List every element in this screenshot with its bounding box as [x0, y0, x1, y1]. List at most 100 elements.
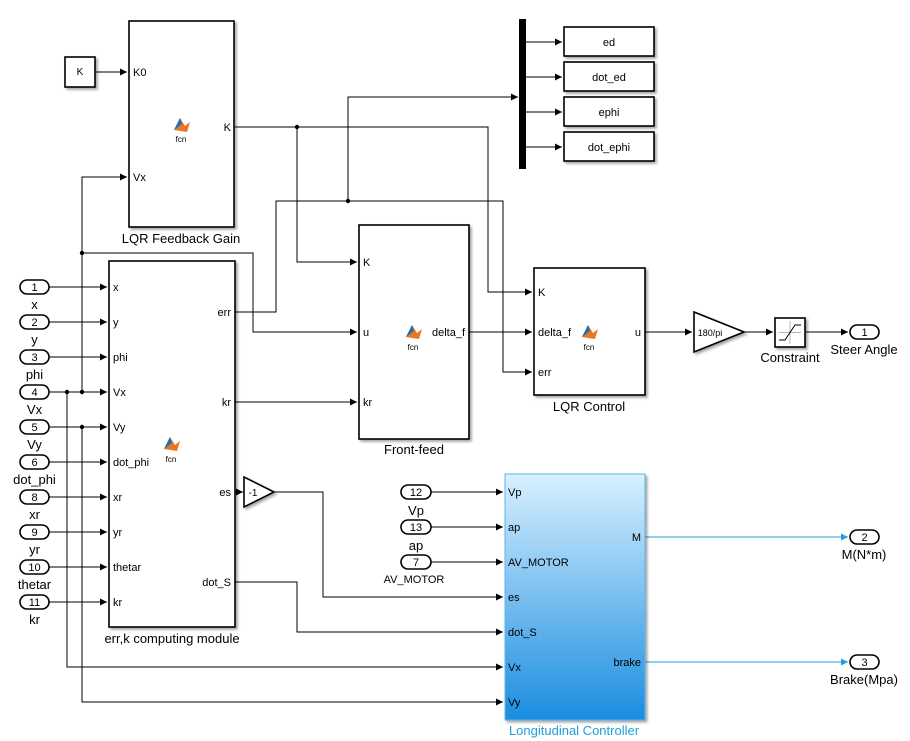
front-feed-block[interactable]: K u kr delta_f fcn	[358, 224, 470, 440]
port-thetar: thetar	[113, 562, 141, 574]
outport-2-name: M(N*m)	[842, 547, 887, 562]
err-computing-module-block[interactable]: x y phi Vx Vy dot_phi xr yr thetar kr er…	[108, 260, 236, 628]
inport-8-name: xr	[29, 507, 41, 522]
wire-err-to-lqr[interactable]	[235, 200, 532, 376]
inport-9-name: yr	[29, 542, 41, 557]
port-vx: Vx	[113, 387, 126, 399]
svg-text:2: 2	[861, 532, 867, 544]
front-feed-name: Front-feed	[384, 442, 444, 457]
inport-6[interactable]: 6	[19, 454, 50, 470]
wires	[49, 38, 848, 706]
outport-2[interactable]: 2	[849, 529, 880, 545]
port-k0: K0	[133, 67, 146, 79]
saturation-icon	[779, 321, 801, 344]
port-kr: kr	[363, 397, 373, 409]
svg-text:4: 4	[31, 387, 37, 399]
port-u: u	[363, 327, 369, 339]
inport-2[interactable]: 2	[19, 314, 50, 330]
wire-vx-to-gain[interactable]	[81, 173, 127, 392]
inport-3-name: phi	[26, 367, 43, 382]
svg-text:6: 6	[31, 457, 37, 469]
lqr-feedback-gain-name: LQR Feedback Gain	[122, 231, 241, 246]
junction-dot	[79, 389, 85, 395]
inport-4[interactable]: 4	[19, 384, 50, 400]
inports-right: 12 Vp 13 ap 7 AV_MOTOR	[384, 484, 445, 586]
gain-rad-to-deg-value: 180/pi	[698, 328, 723, 338]
wire-vy-to-long[interactable]	[81, 427, 503, 706]
svg-text:5: 5	[31, 422, 37, 434]
junction-dot	[345, 198, 351, 204]
inport-5-name: Vy	[27, 437, 42, 452]
wire-vx-to-u[interactable]	[82, 252, 357, 336]
scope-dot-ephi[interactable]: dot_ephi	[563, 131, 655, 162]
junction-dot	[79, 424, 85, 430]
inport-1[interactable]: 1	[19, 279, 50, 295]
gain-negative-block[interactable]: -1	[243, 475, 276, 509]
scope-ephi[interactable]: ephi	[563, 96, 655, 127]
port-kr: kr	[113, 597, 123, 609]
outport-3[interactable]: 3	[849, 654, 880, 670]
inport-2-name: y	[31, 332, 38, 347]
inport-7-name: AV_MOTOR	[384, 574, 445, 586]
svg-text:9: 9	[31, 527, 37, 539]
port-kr-out: kr	[222, 397, 232, 409]
port-vy: Vy	[508, 697, 521, 709]
scope-dot-ed[interactable]: dot_ed	[563, 61, 655, 92]
mux-block[interactable]	[519, 19, 526, 169]
constant-k-block[interactable]	[64, 56, 96, 88]
fcn-label: fcn	[408, 343, 419, 352]
inport-11-name: kr	[29, 612, 41, 627]
lqr-control-block[interactable]: K delta_f err u fcn	[533, 267, 646, 396]
port-ap: ap	[508, 522, 520, 534]
port-delta-f: delta_f	[538, 327, 572, 339]
outport-1[interactable]: 1	[849, 324, 880, 340]
inport-7[interactable]: 7	[400, 554, 432, 570]
gain-rad-to-deg-block[interactable]: 180/pi	[693, 310, 747, 354]
matlab-fcn-icon	[164, 437, 180, 451]
wire-k-to-frontfeed[interactable]	[296, 127, 357, 266]
port-dot-s-out: dot_S	[202, 577, 231, 589]
inport-5[interactable]: 5	[19, 419, 50, 435]
junction-dot	[79, 250, 85, 256]
saturation-name: Constraint	[760, 350, 820, 365]
lqr-control-name: LQR Control	[553, 399, 625, 414]
svg-text:13: 13	[410, 522, 422, 534]
fcn-label: fcn	[584, 343, 595, 352]
scope-ed-label: ed	[603, 37, 615, 49]
port-delta-f-out: delta_f	[432, 327, 466, 339]
inport-13-name: ap	[409, 538, 423, 553]
inport-10-name: thetar	[18, 577, 52, 592]
longitudinal-controller-block[interactable]: Vp ap AV_MOTOR es dot_S Vx Vy M brake	[504, 473, 646, 721]
svg-text:1: 1	[861, 327, 867, 339]
inport-10[interactable]: 10	[19, 559, 50, 575]
inport-11[interactable]: 11	[19, 594, 50, 610]
inport-8[interactable]: 8	[19, 489, 50, 505]
inport-6-name: dot_phi	[13, 472, 56, 487]
matlab-fcn-icon	[582, 325, 598, 339]
saturation-block[interactable]	[774, 317, 806, 348]
inport-13[interactable]: 13	[400, 519, 432, 535]
port-x: x	[113, 282, 119, 294]
svg-text:11: 11	[29, 597, 40, 609]
port-yr: yr	[113, 527, 123, 539]
inport-9[interactable]: 9	[19, 524, 50, 540]
inport-4-name: Vx	[27, 402, 43, 417]
port-y: y	[113, 317, 119, 329]
wire-err-to-mux[interactable]	[347, 93, 518, 201]
longitudinal-controller-name: Longitudinal Controller	[509, 723, 640, 738]
port-k: K	[363, 257, 371, 269]
wire-dots[interactable]	[235, 581, 503, 636]
port-es-out: es	[219, 487, 231, 499]
scope-dot-ed-label: dot_ed	[592, 72, 626, 84]
inport-3[interactable]: 3	[19, 349, 50, 365]
wire-vx-to-long[interactable]	[66, 392, 503, 671]
scope-ed[interactable]: ed	[563, 26, 655, 57]
svg-text:8: 8	[31, 492, 37, 504]
inport-12[interactable]: 12	[400, 484, 432, 500]
wire-k-to-lqr[interactable]	[235, 126, 532, 296]
svg-text:12: 12	[410, 487, 422, 499]
port-vy: Vy	[113, 422, 126, 434]
wire-gain-to-es[interactable]	[275, 491, 503, 601]
lqr-feedback-gain-block[interactable]: K0 Vx K fcn	[128, 20, 235, 228]
